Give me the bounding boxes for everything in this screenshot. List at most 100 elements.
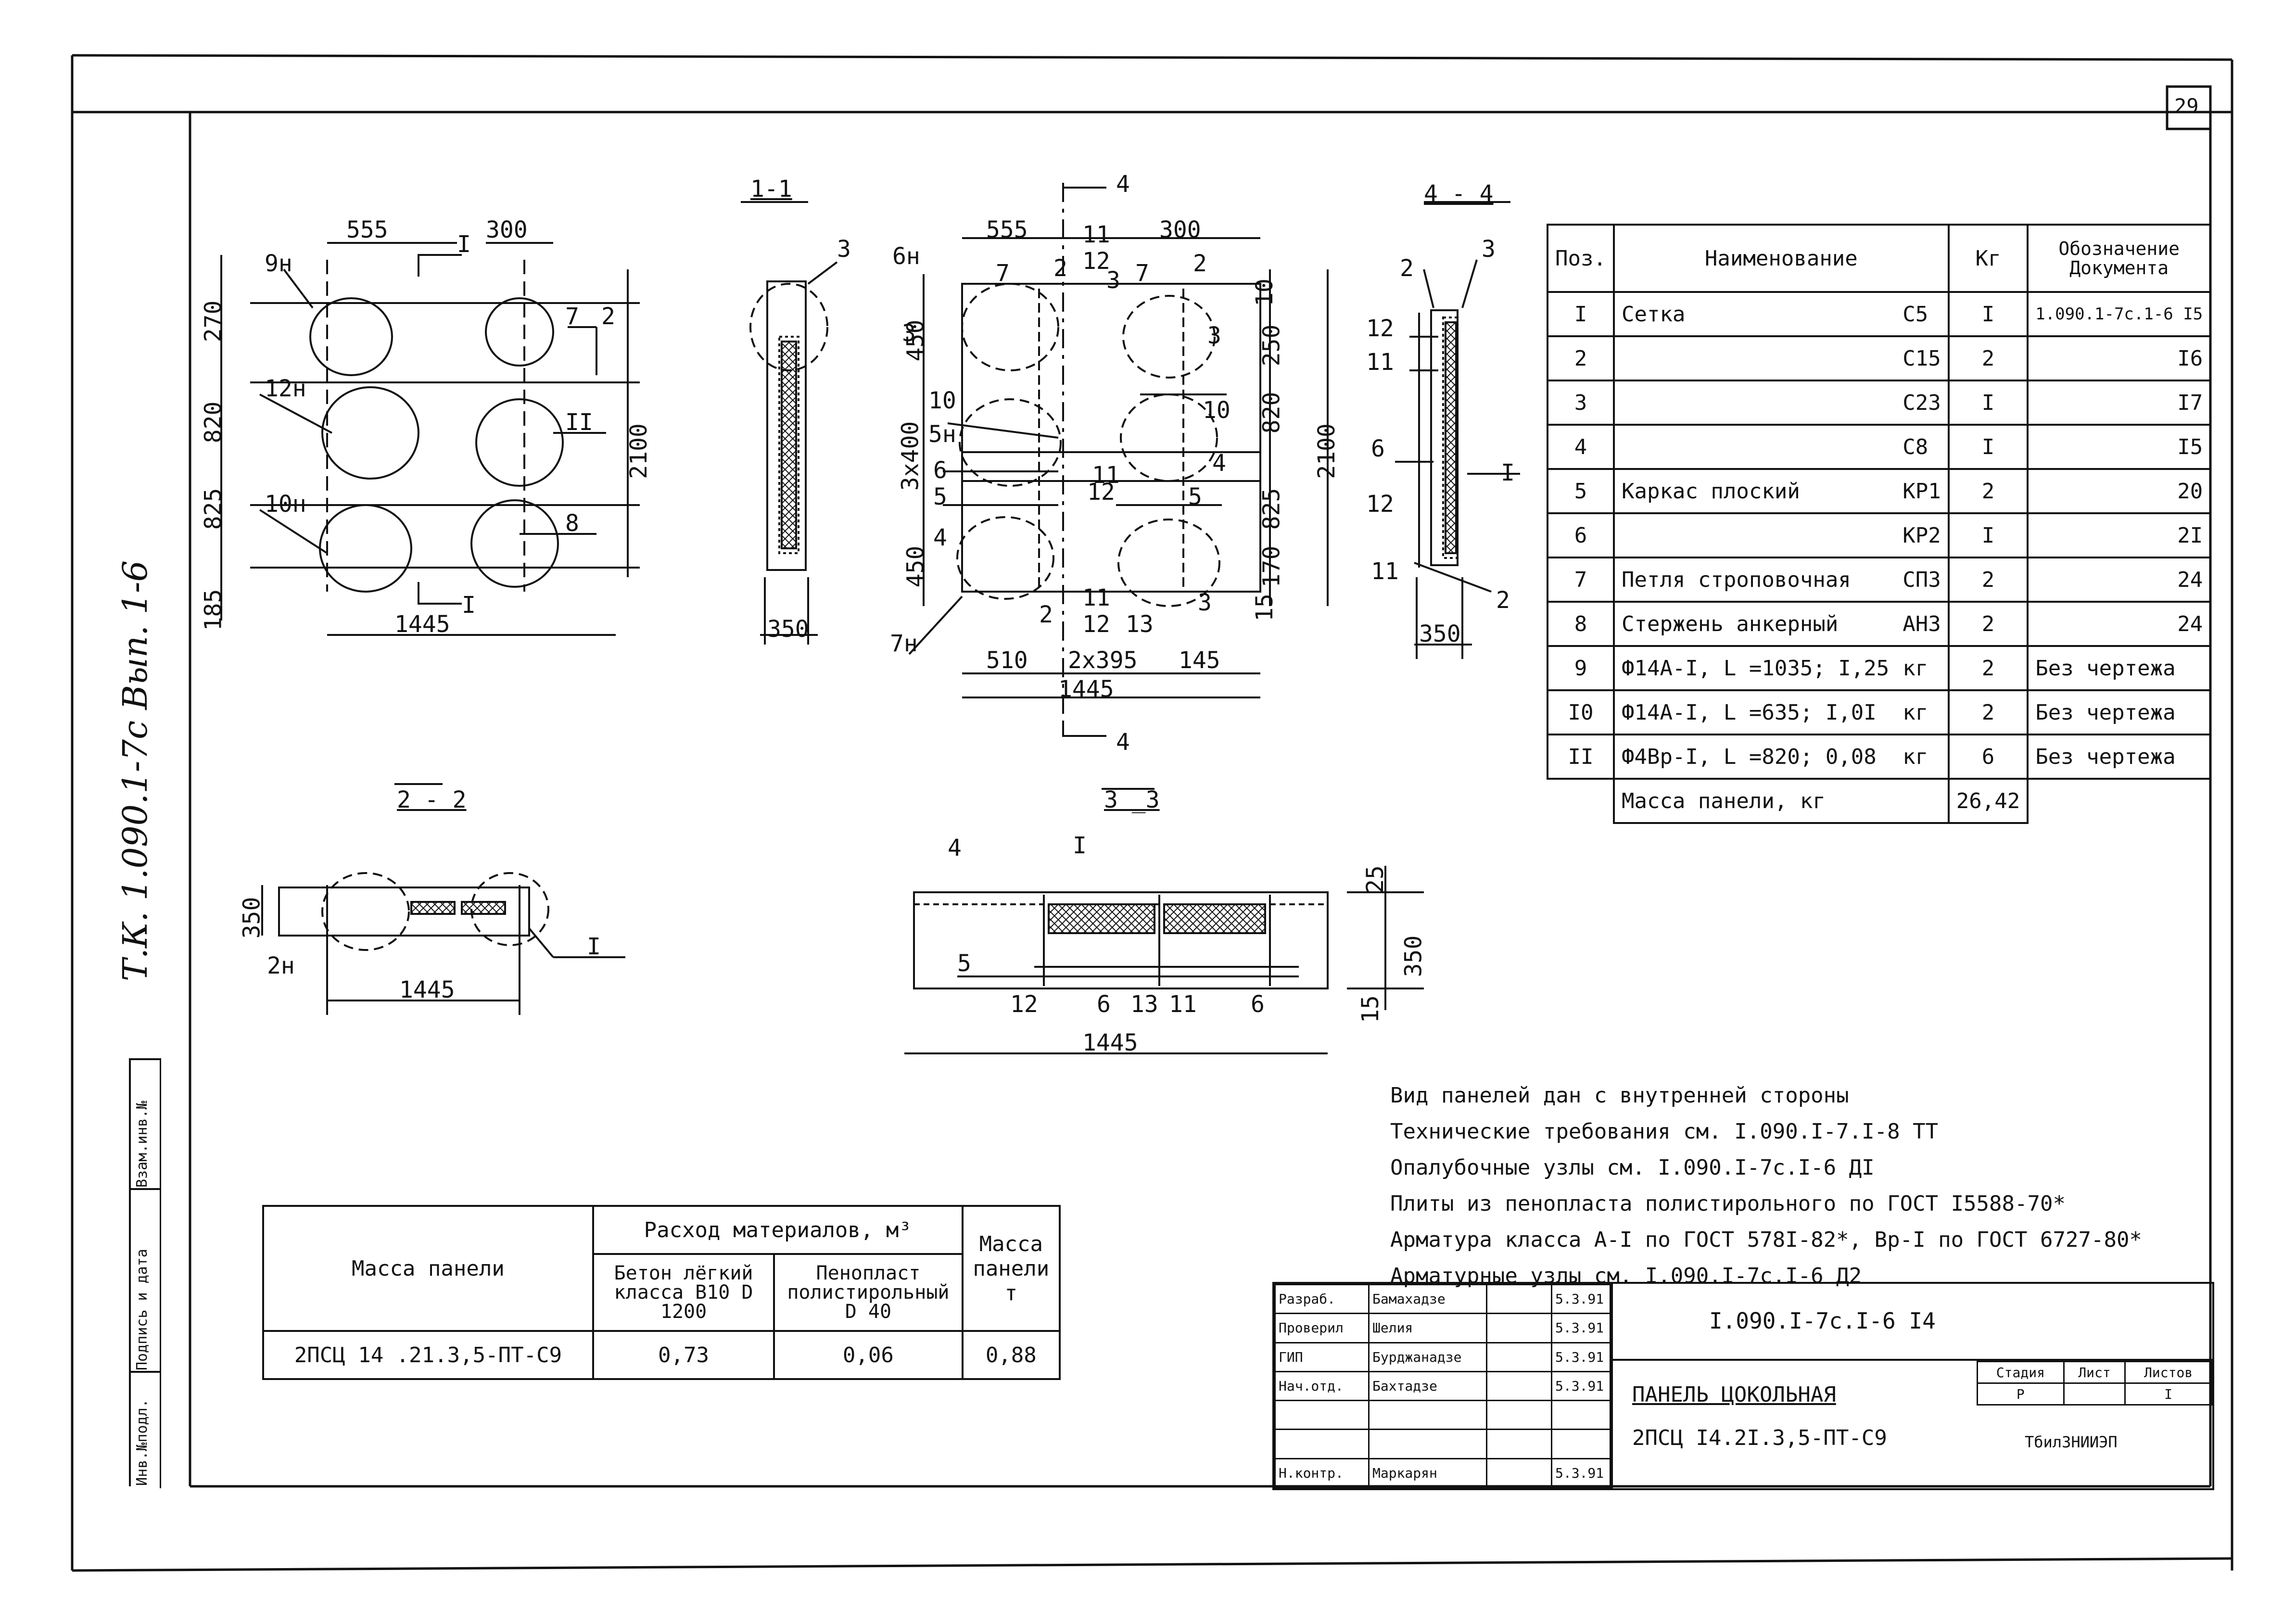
callout-label: I: [1501, 459, 1515, 486]
notes: Вид панелей дан с внутренней стороны Тех…: [1390, 1077, 2142, 1294]
callout-label: 5: [933, 483, 947, 510]
note-line: Арматура класса А-I по ГОСТ 578I-82*, Вр…: [1390, 1228, 2142, 1252]
spec-mass-label: Масса панели, кг: [1612, 778, 1950, 824]
section-title: 3 _3: [1104, 786, 1160, 813]
callout-label: 7: [565, 303, 579, 330]
note-line: Технические требования см. I.090.I-7.I-8…: [1390, 1119, 1939, 1144]
callout-label: 12: [1087, 479, 1115, 506]
callout-label: 6: [1097, 991, 1111, 1018]
callout-label: I: [457, 231, 471, 258]
callout-label: 12: [1366, 315, 1394, 342]
dim-label: 350: [1419, 621, 1461, 647]
note-line: Арматурные узлы см. I.090.I-7с.I-6 Д2: [1390, 1264, 1862, 1288]
dim-label: 250: [1258, 324, 1285, 367]
callout-label: 2: [1039, 601, 1053, 628]
callout-label: II: [565, 409, 593, 436]
dim-label: 11: [1082, 221, 1110, 248]
callout-label: 7н: [890, 630, 918, 657]
dim-label: 15: [1251, 594, 1278, 621]
dim-label: 1445: [394, 611, 450, 638]
dim-label: 3x400: [897, 421, 924, 491]
spec-header-name: Наименование: [1612, 224, 1950, 293]
dim-label: 820: [1258, 392, 1285, 434]
dim-label: 825: [200, 488, 227, 530]
note-line: Вид панелей дан с внутренней стороны: [1390, 1083, 1849, 1108]
callout-label: 2н: [267, 952, 295, 979]
dim-label: 510: [986, 647, 1028, 674]
note-line: Опалубочные узлы см. I.090.I-7с.I-6 ДI: [1390, 1155, 1875, 1180]
dim-label: 2100: [1313, 423, 1340, 479]
callout-label: 3: [1106, 267, 1120, 294]
callout-label: 11: [1092, 462, 1120, 489]
callout-label: 7: [1135, 260, 1149, 287]
tb-mark: 2ПСЦ I4.2I.3,5-ПТ-С9: [1632, 1426, 1887, 1450]
dim-label: 185: [200, 589, 227, 631]
callout-label: I: [1073, 832, 1087, 859]
callout-label: 2: [1193, 250, 1207, 277]
callout-label: 11: [1371, 558, 1399, 585]
dim-label: 350: [238, 897, 266, 939]
callout-label: 4: [1116, 171, 1130, 198]
materials-header-mass: Масса панели т: [961, 1205, 1061, 1332]
dim-label: 450: [902, 545, 929, 588]
dim-label: 15: [1357, 995, 1384, 1023]
side-stamp-table: Инв.№подл. Подпись и дата Взам.инв.№: [129, 1058, 192, 1488]
callout-label: 11: [1082, 584, 1110, 611]
callout-label: 5н: [928, 421, 956, 448]
dim-label: 170: [1258, 545, 1285, 588]
materials-row: 2ПСЦ 14 .21.3,5-ПТ-С9 0,73 0,06 0,88: [262, 1330, 1061, 1380]
main-left-view: [220, 242, 640, 636]
callout-label: 6н: [892, 243, 920, 270]
callout-label: 4: [1212, 450, 1226, 477]
side-stamp-cell-2: Подпись и дата: [131, 1188, 161, 1373]
callout-label: 2: [1400, 255, 1414, 282]
callout-label: I: [587, 933, 601, 960]
callout-label: 12: [1082, 611, 1110, 638]
main-right-view: [908, 183, 1329, 737]
materials-header-concrete: Бетон лёгкий класса В10 D 1200: [592, 1253, 775, 1332]
callout-label: 3: [837, 236, 851, 263]
dim-label: 25: [1361, 865, 1389, 893]
spec-mass-row: Масса панели, кг 26,42: [1548, 778, 2210, 824]
dim-label: 1445: [1082, 1029, 1138, 1056]
callout-label: 12: [1366, 491, 1394, 518]
dim-label: 300: [486, 216, 528, 243]
callout-label: 6: [933, 457, 947, 484]
dim-label: 10: [1251, 279, 1278, 306]
callout-label: 3: [902, 320, 916, 347]
dim-label: 350: [767, 616, 809, 643]
section-title: 4 - 4: [1424, 180, 1494, 207]
tb-designation: I.090.I-7с.I-6 I4: [1709, 1308, 1936, 1334]
tb-org: ТбилЗНИИЭП: [2025, 1433, 2118, 1451]
note-line: Плиты из пенопласта полистирольного по Г…: [1390, 1191, 2066, 1216]
spec-header-row: Поз. Наименование Кг Обозначение Докумен…: [1547, 224, 2212, 293]
callout-label: 6: [1251, 991, 1265, 1018]
callout-label: 12: [1010, 991, 1038, 1018]
dim-label: 820: [200, 401, 227, 443]
dim-label: 12: [1082, 248, 1110, 275]
dim-label: 1445: [1058, 676, 1114, 703]
tb-row: [1274, 1429, 1611, 1459]
side-stamp-cell-3: Взам.инв.№: [131, 1058, 161, 1190]
dim-label: 2100: [625, 423, 652, 479]
callout-label: 2: [601, 303, 615, 330]
side-stamp-cell-1: Инв.№подл.: [131, 1371, 161, 1488]
callout-label: 10н: [265, 491, 306, 518]
callout-label: 9н: [265, 250, 292, 277]
callout-label: 11: [1366, 349, 1394, 376]
dim-label: 555: [346, 216, 388, 243]
